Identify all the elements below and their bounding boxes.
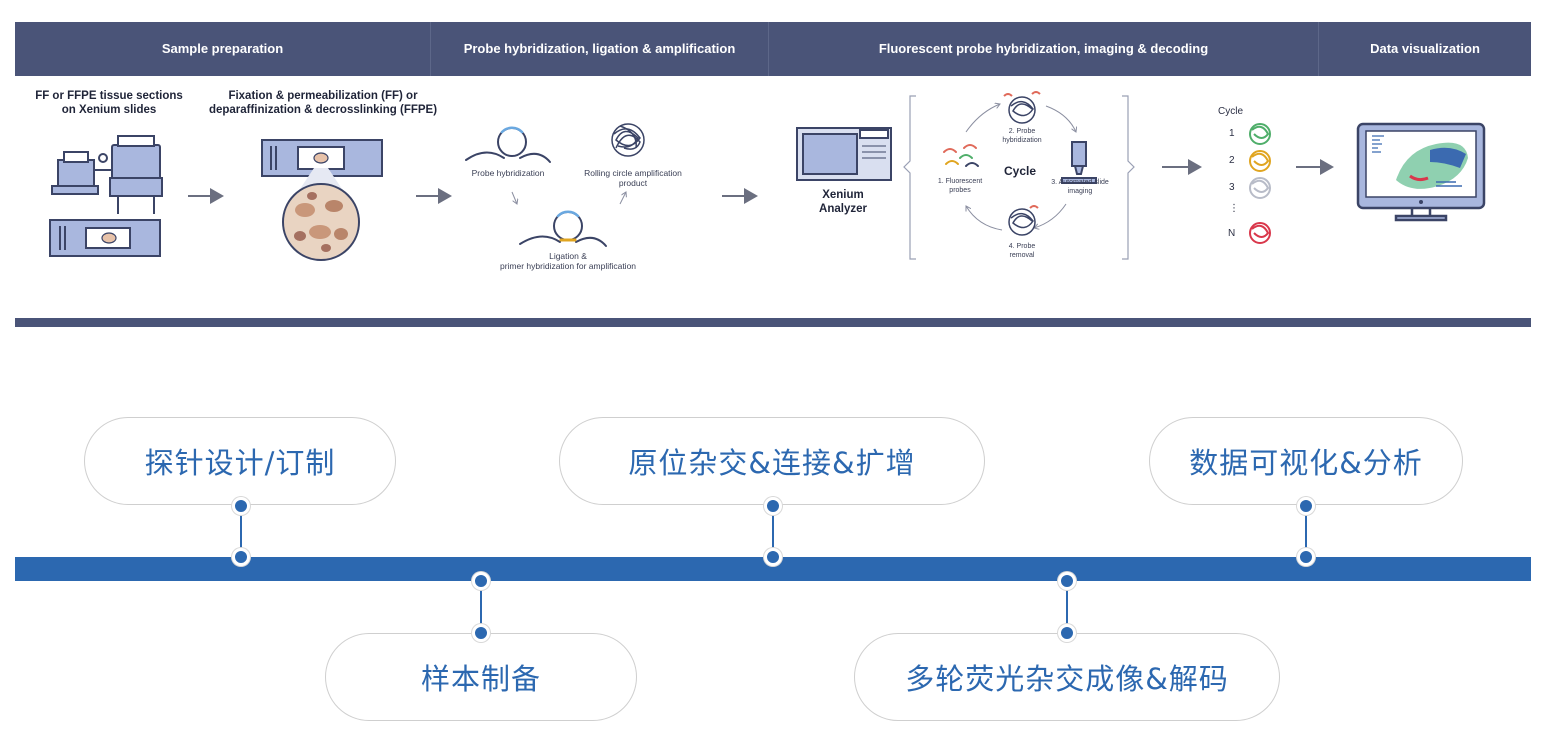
- cycle-center-label: Cycle: [1004, 164, 1037, 178]
- ligation-icon: [519, 210, 607, 247]
- probe-hybridization-label: Probe hybridization: [471, 168, 545, 178]
- microtome-icon: [51, 135, 163, 214]
- header-data-visualization: Data visualization: [1370, 41, 1480, 56]
- microscope-icon: [1061, 141, 1097, 184]
- cycle-1-signal-icon: [1249, 123, 1271, 145]
- process-header-bar: [15, 22, 1531, 76]
- decode-cycle-row: 3: [1229, 182, 1235, 193]
- decode-cycle-row: N: [1228, 228, 1236, 239]
- section-divider-bar: [15, 318, 1531, 327]
- connector-line: [240, 505, 242, 557]
- header-divider: [1318, 22, 1319, 76]
- spatial-map-icon: [1372, 135, 1468, 189]
- ligation-label: Ligation &primer hybridization for ampli…: [499, 251, 637, 271]
- header-probe-hybridization: Probe hybridization, ligation & amplific…: [463, 41, 736, 56]
- probe-removal-icon: [1008, 205, 1039, 236]
- fluorescent-probes-icon: [943, 144, 979, 167]
- header-divider: [430, 22, 431, 76]
- step-in-situ-hybridization: 原位杂交&连接&扩增: [559, 417, 985, 505]
- connector-line: [1305, 505, 1307, 557]
- connector-dot: [232, 497, 250, 515]
- connector-dot: [1058, 572, 1076, 590]
- magnified-tissue-icon: [282, 183, 360, 261]
- cycle-bracket-right: [1122, 95, 1135, 260]
- step-data-visualization: 数据可视化&分析: [1149, 417, 1463, 505]
- hybridized-probe-icon: [1003, 91, 1041, 124]
- connector-dot: [1297, 497, 1315, 515]
- cycle-bracket-left: [903, 95, 916, 260]
- step-probe-design: 探针设计/订制: [84, 417, 396, 505]
- step-sample-preparation: 样本制备: [325, 633, 637, 721]
- connector-dot: [472, 572, 490, 590]
- step-multi-round-imaging: 多轮荧光杂交成像&解码: [854, 633, 1280, 721]
- decode-cycle-row: ⋮: [1229, 203, 1239, 214]
- tissue-slide-icon: [261, 139, 383, 177]
- header-divider: [768, 22, 769, 76]
- connector-line: [772, 505, 774, 557]
- connector-dot: [232, 548, 250, 566]
- decode-cycle-row: 1: [1229, 128, 1235, 139]
- cycle-2-signal-icon: [1249, 150, 1271, 172]
- connector-line: [1066, 581, 1068, 633]
- cycle-3-signal-icon: [1249, 177, 1271, 199]
- connector-line: [480, 581, 482, 633]
- connector-dot: [764, 548, 782, 566]
- connector-dot: [764, 497, 782, 515]
- connector-dot: [472, 624, 490, 642]
- xenium-slide-icon: [49, 219, 161, 257]
- probe-hybridization-icon: [465, 126, 551, 163]
- connector-dot: [1058, 624, 1076, 642]
- header-fluorescent-imaging: Fluorescent probe hybridization, imaging…: [878, 41, 1209, 56]
- connector-dot: [1297, 548, 1315, 566]
- header-sample-preparation: Sample preparation: [161, 41, 284, 56]
- rolling-circle-product-icon: [611, 123, 645, 157]
- xenium-analyzer-icon: [796, 127, 892, 181]
- workflow-illustration: [49, 91, 1486, 261]
- decode-cycle-title: Cycle: [1218, 106, 1244, 117]
- decode-cycle-row: 2: [1229, 155, 1235, 166]
- cycle-n-signal-icon: [1249, 222, 1271, 244]
